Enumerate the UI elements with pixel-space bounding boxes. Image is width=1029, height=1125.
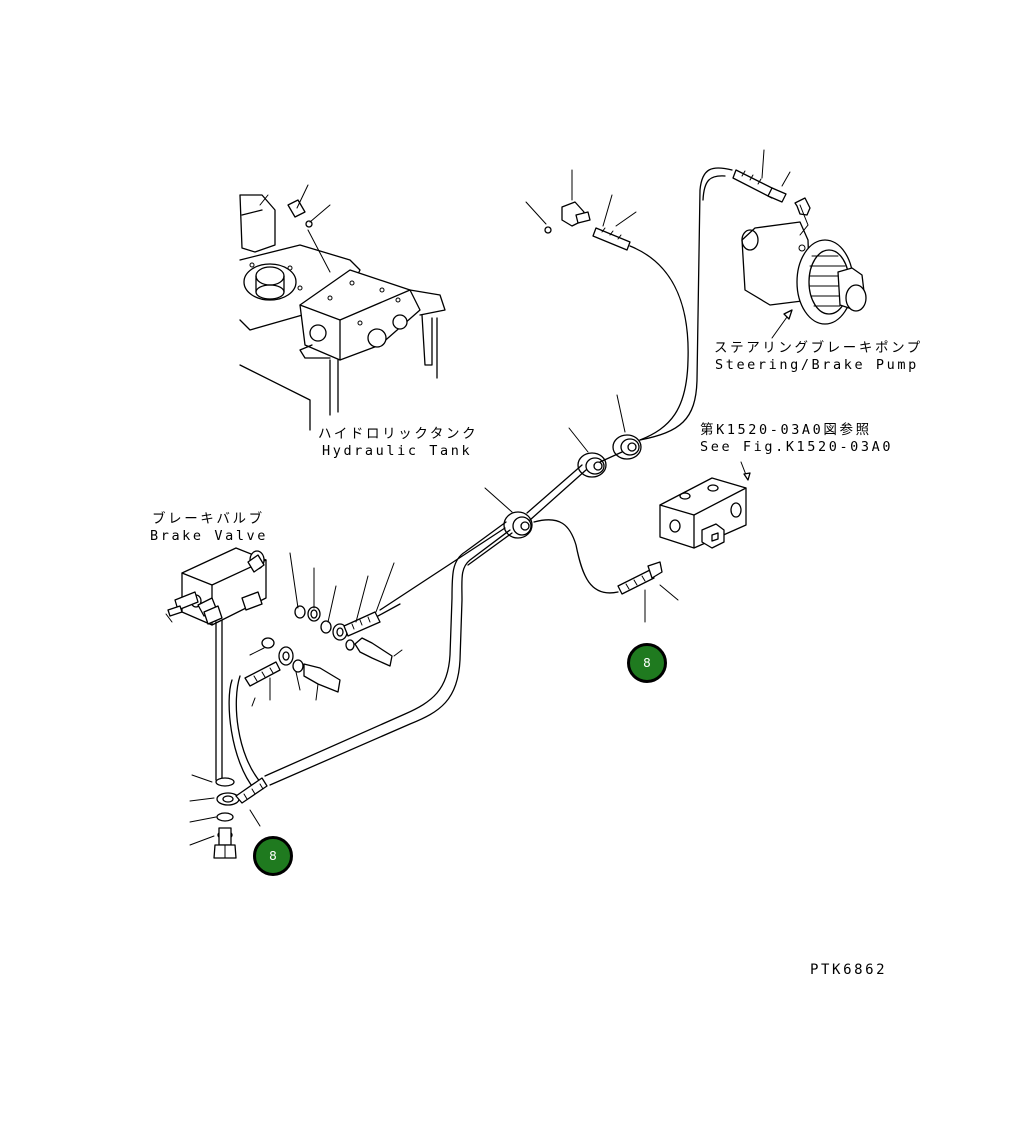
fig-reference-label-jp: 第K1520-03A0図参照 <box>700 422 872 438</box>
hydraulic-tank-label-en: Hydraulic Tank <box>322 443 473 459</box>
main-brake-line <box>264 394 642 786</box>
bottom-fittings <box>189 774 268 859</box>
valve-fittings-lower <box>228 637 341 791</box>
brake-valve <box>165 547 267 781</box>
steering-brake-pump <box>732 149 867 339</box>
pump-label-jp: ステアリングブレーキポンプ <box>714 340 923 356</box>
callout-badge-right[interactable]: 8 <box>627 643 667 683</box>
brake-valve-label-en: Brake Valve <box>150 528 269 544</box>
hydraulic-tank <box>239 184 446 431</box>
valve-fittings-upper <box>289 552 403 667</box>
callout-badge-left[interactable]: 8 <box>253 836 293 876</box>
brake-valve-label-jp: ブレーキバルブ <box>152 511 265 527</box>
k1520-valve-block <box>617 461 751 623</box>
fig-reference-label-en: See Fig.K1520-03A0 <box>700 439 894 455</box>
pump-label-en: Steering/Brake Pump <box>715 357 919 373</box>
hydraulic-tank-label-jp: ハイドロリックタンク <box>318 426 479 442</box>
tank-fitting-group <box>525 169 689 441</box>
pump-supply-hose <box>639 167 733 441</box>
drawing-code: PTK6862 <box>810 962 888 978</box>
